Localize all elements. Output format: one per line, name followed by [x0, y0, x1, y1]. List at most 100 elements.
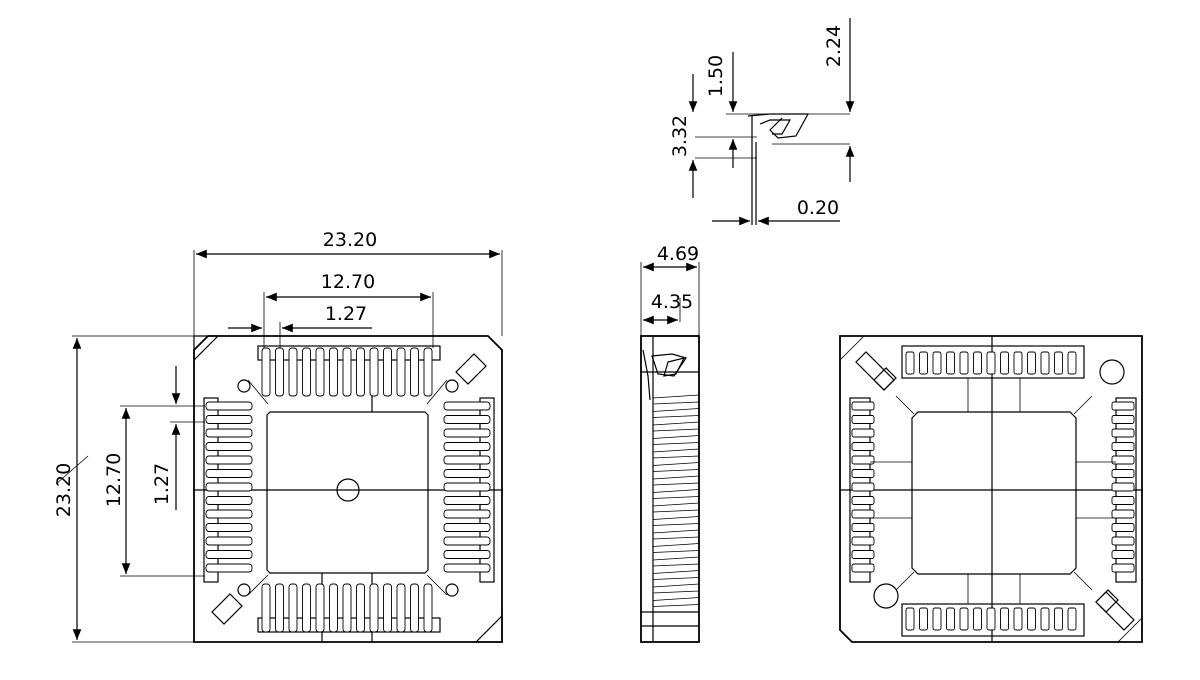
top-pin-row — [257, 345, 441, 397]
pin — [329, 583, 338, 633]
bottom-cavity — [911, 411, 1077, 575]
rib — [652, 529, 700, 540]
dim-overall-width: 23.20 — [323, 229, 377, 251]
pin — [1040, 607, 1050, 631]
front-view: 23.20 12.70 1.27 23.20 12.70 1.27 — [53, 229, 503, 643]
pin — [356, 583, 365, 633]
pin — [369, 583, 379, 633]
dim-pin-span-vertical: 12.70 — [103, 453, 125, 507]
pin — [443, 509, 491, 519]
pin — [443, 428, 491, 438]
pin — [959, 607, 969, 631]
pin — [383, 583, 392, 633]
pin — [369, 347, 379, 397]
pin — [851, 442, 875, 451]
pin — [932, 351, 942, 375]
pin — [986, 351, 996, 375]
pin — [443, 469, 491, 478]
pin — [396, 583, 406, 633]
pin — [205, 442, 253, 451]
pin — [205, 415, 253, 424]
inner-cavity — [266, 411, 429, 574]
contact-detail-view: 1.50 2.24 3.32 0.20 — [669, 18, 855, 226]
pin — [1111, 496, 1135, 505]
pin — [302, 347, 311, 397]
pin — [205, 496, 253, 505]
pin — [851, 482, 875, 492]
pin — [1067, 351, 1077, 375]
pin — [851, 550, 875, 559]
corner-latch-top-right — [455, 353, 487, 385]
pin — [851, 469, 875, 478]
corner-hole — [445, 379, 459, 393]
pin — [1027, 607, 1036, 631]
pin — [261, 583, 271, 633]
rib — [652, 435, 700, 445]
pin — [919, 607, 928, 631]
pin — [443, 563, 491, 573]
pin — [205, 482, 253, 492]
dim-pin-span-horizontal: 12.70 — [321, 271, 375, 293]
rib — [652, 489, 700, 499]
pin — [329, 347, 338, 397]
bottom-alignment-hole — [873, 583, 899, 609]
pin — [205, 523, 253, 532]
pin — [851, 496, 875, 505]
bottom-view-bottom-pins — [901, 603, 1085, 637]
rib — [652, 462, 700, 472]
bottom-alignment-hole — [1099, 359, 1125, 385]
pin — [1013, 351, 1023, 375]
pin — [986, 607, 996, 631]
corner-hole — [445, 583, 459, 597]
rib — [652, 583, 700, 594]
corner-chamfers — [193, 335, 503, 643]
pin — [851, 401, 875, 411]
corner-hole — [237, 379, 251, 393]
pin — [1111, 550, 1135, 559]
pin — [315, 347, 325, 397]
pin — [905, 607, 915, 631]
bottom-view-traces — [870, 378, 1116, 604]
bottom-view-left-pins — [849, 397, 875, 583]
side-view: 4.69 4.35 — [640, 243, 700, 643]
rib — [652, 475, 700, 486]
pin — [443, 523, 491, 532]
rib — [652, 394, 700, 405]
pin — [959, 351, 969, 375]
pin — [1027, 351, 1036, 375]
pin — [905, 351, 915, 375]
pin — [973, 607, 982, 631]
side-body-outline — [640, 335, 700, 643]
pin — [1067, 607, 1077, 631]
bottom-body-outline — [839, 335, 1143, 643]
pin — [1111, 509, 1135, 519]
rib — [652, 516, 700, 526]
dim-contact-height: 3.32 — [669, 115, 691, 157]
pin — [205, 469, 253, 478]
pin — [302, 583, 311, 633]
pin — [1000, 607, 1009, 631]
pin — [1111, 469, 1135, 478]
pin — [443, 442, 491, 451]
pin — [205, 428, 253, 438]
pin — [946, 351, 955, 375]
pin — [205, 563, 253, 573]
pin — [1111, 415, 1135, 424]
corner-hole — [237, 583, 251, 597]
rib — [652, 408, 700, 418]
dim-top-offset: 1.50 — [705, 55, 727, 97]
pin — [1111, 523, 1135, 532]
rib — [652, 421, 700, 432]
pin — [423, 583, 433, 633]
pin — [851, 455, 875, 465]
pin — [1013, 607, 1023, 631]
pin — [383, 347, 392, 397]
pin — [1111, 442, 1135, 451]
pin — [443, 482, 491, 492]
pin — [410, 583, 419, 633]
dim-pitch-horizontal: 1.27 — [325, 303, 367, 325]
pin — [275, 347, 284, 397]
pin — [356, 347, 365, 397]
bottom-corner-latch — [855, 351, 897, 391]
